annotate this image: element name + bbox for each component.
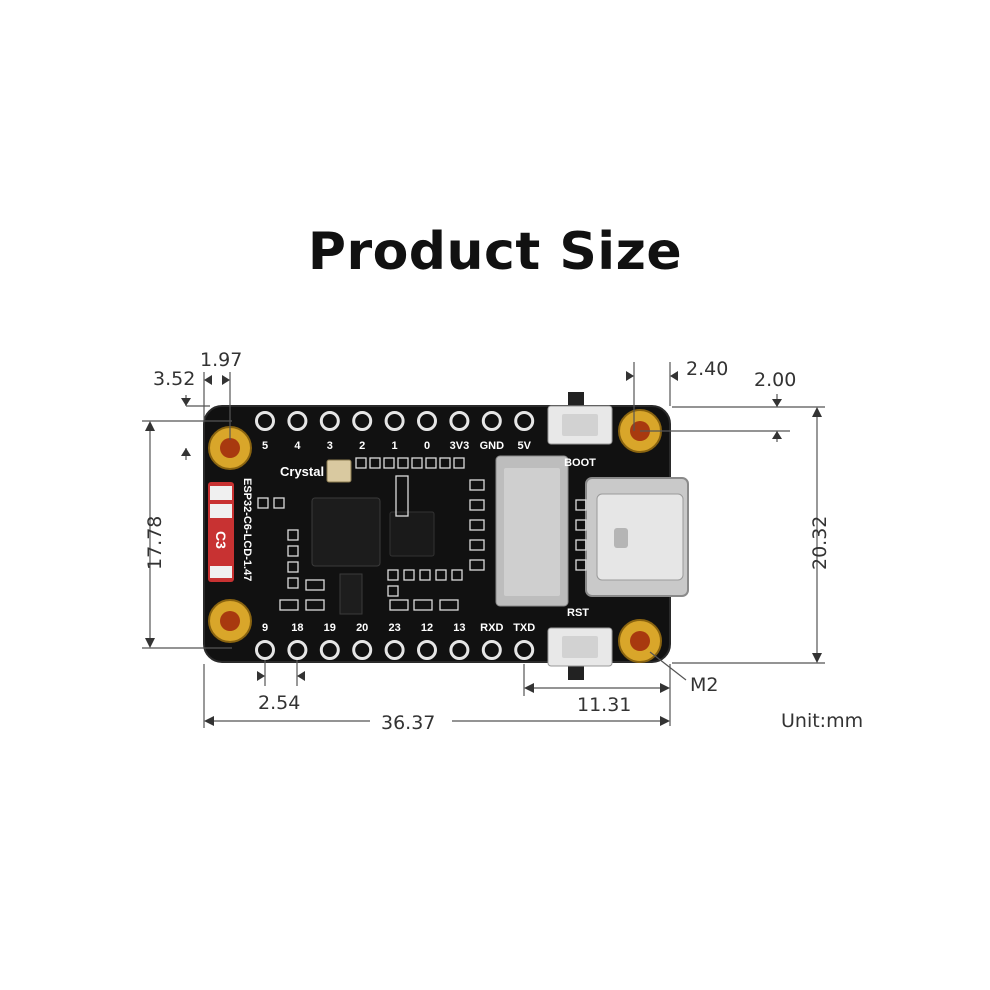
pin-label: 5V	[517, 440, 531, 452]
top-pin-header: 5 4 3 2 1 0 3V3 GND 5V	[255, 411, 535, 452]
header-pin	[417, 411, 437, 431]
pin-label: 12	[421, 622, 433, 634]
pin-label: 3V3	[450, 440, 470, 452]
crystal-component	[326, 459, 352, 483]
header-pin	[255, 411, 275, 431]
pin-label: TXD	[513, 622, 535, 634]
header-pin	[514, 411, 535, 431]
main-chip	[311, 497, 381, 567]
bottom-pin-header: 9 18 19 20 23 12 13 RXD TXD	[255, 622, 535, 660]
pin-label: 13	[453, 622, 465, 634]
secondary-chip	[389, 511, 435, 557]
pin-label: 9	[262, 622, 268, 634]
dim-hole-offset-side: 1.97	[200, 349, 242, 371]
header-pin	[481, 640, 502, 660]
header-pin	[255, 640, 275, 660]
header-pin	[449, 640, 470, 660]
dim-edge-offset-right: 2.00	[754, 369, 796, 391]
header-pin	[352, 640, 373, 660]
dim-right-hole-offset: 2.40	[686, 358, 728, 380]
header-pin	[514, 640, 535, 660]
rst-label: RST	[567, 607, 589, 619]
unit-label: Unit:mm	[781, 710, 863, 732]
header-pin	[352, 411, 373, 431]
pin-label: 23	[388, 622, 400, 634]
dim-right-hole-to-pin: 11.31	[577, 694, 631, 716]
boot-label: BOOT	[564, 457, 596, 469]
boot-button	[547, 392, 613, 445]
pin-label: 2	[359, 440, 365, 452]
pcb-board: C3 ESP32-C6-LCD-1.47 BOOT RST Crystal	[203, 392, 689, 680]
pin-label: 4	[294, 440, 301, 452]
dim-board-length: 36.37	[381, 712, 435, 734]
pin-label: 19	[324, 622, 336, 634]
header-pin	[481, 411, 502, 431]
header-pin	[287, 640, 308, 660]
header-pin	[319, 411, 340, 431]
page-title: Product Size	[307, 222, 683, 282]
header-pin	[449, 411, 470, 431]
header-pin	[384, 411, 405, 431]
rst-button	[547, 627, 613, 680]
side-badge: C3	[213, 531, 229, 549]
pin-label: 0	[424, 440, 430, 452]
pin-label: GND	[480, 440, 505, 452]
header-pin	[319, 640, 340, 660]
crystal-label: Crystal	[280, 464, 324, 479]
header-pin	[287, 411, 308, 431]
dim-board-height: 20.32	[809, 516, 831, 570]
dim-hole-offset-top: 3.52	[153, 368, 195, 390]
dimension-lines	[142, 362, 825, 728]
dim-pin-pitch: 2.54	[258, 692, 300, 714]
pin-label: 3	[327, 440, 333, 452]
pin-label: 18	[291, 622, 303, 634]
pin-label: 1	[392, 440, 398, 452]
dim-hole-size: M2	[690, 674, 718, 696]
dim-hole-spacing-height: 17.78	[144, 516, 166, 570]
pin-label: 20	[356, 622, 368, 634]
header-pin	[417, 640, 437, 660]
pin-label: RXD	[480, 622, 503, 634]
pin-label: 5	[262, 440, 268, 452]
model-silkscreen: ESP32-C6-LCD-1.47	[241, 478, 253, 581]
header-pin	[384, 640, 405, 660]
